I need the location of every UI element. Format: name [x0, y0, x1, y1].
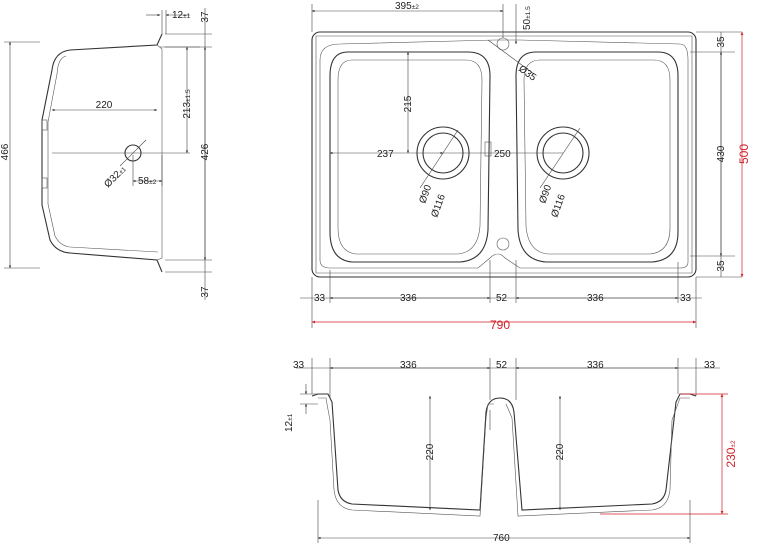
side-view-profile — [41, 33, 163, 273]
front-bowl2-depth: 220 — [555, 443, 566, 460]
top-edge-top: 35 — [716, 36, 727, 48]
side-view: 466 37 426 37 12±1 220 213±1.5 Ø32±1 58±… — [0, 8, 212, 300]
front-rim-thickness: 12±1 — [284, 413, 295, 432]
top-tap-diameter: Ø35 — [516, 64, 538, 84]
side-top-offset: 37 — [200, 11, 211, 23]
front-width-part-3: 52 — [496, 360, 508, 371]
side-drain-height: 213±1.5 — [182, 89, 193, 119]
side-inner-depth: 426 — [200, 143, 211, 160]
side-top-thickness: 12±1 — [172, 10, 191, 21]
side-bottom-offset: 37 — [200, 286, 211, 298]
overflow-hole — [496, 237, 510, 251]
side-total-depth: 466 — [0, 143, 11, 160]
top-width-part-3: 52 — [496, 293, 508, 304]
top-width-part-4: 336 — [587, 293, 604, 304]
top-depth-inner: 430 — [716, 145, 727, 162]
top-edge-bottom: 35 — [716, 260, 727, 272]
front-width-part-5: 33 — [704, 360, 716, 371]
side-bowl-depth: 220 — [96, 100, 113, 111]
front-view: 33 336 52 336 33 12±1 220 220 230±2 760 — [284, 358, 738, 544]
right-bowl — [515, 51, 679, 263]
top-tap-offset: 50±1.5 — [522, 6, 533, 30]
front-width-part-1: 33 — [293, 360, 305, 371]
top-depth-total: 500 — [737, 144, 751, 164]
top-drain-left-offset: 237 — [377, 149, 394, 160]
left-drain-outer-dia: Ø116 — [429, 193, 448, 219]
side-drain-diameter: Ø32±1 — [102, 164, 128, 190]
top-inner-depth: 215 — [403, 95, 414, 112]
front-bottom-width: 760 — [493, 533, 510, 544]
top-drain-spacing: 250 — [494, 149, 511, 160]
front-view-profile — [311, 393, 697, 511]
top-width-part-1: 33 — [314, 293, 326, 304]
front-width-part-4: 336 — [587, 360, 604, 371]
top-width-part-5: 33 — [680, 293, 692, 304]
top-view-outline — [311, 31, 697, 278]
side-drain-offset: 58±2 — [138, 176, 157, 187]
front-total-height: 230±2 — [724, 440, 738, 468]
top-view: 395±2 50±1.5 Ø35 215 237 250 Ø90 Ø116 Ø9… — [300, 1, 751, 332]
right-drain-outer-dia: Ø116 — [549, 193, 568, 219]
front-width-part-2: 336 — [400, 360, 417, 371]
top-width-part-2: 336 — [400, 293, 417, 304]
right-drain-inner-dia: Ø90 — [537, 183, 554, 205]
left-drain-inner-dia: Ø90 — [417, 183, 434, 205]
front-bowl1-depth: 220 — [425, 443, 436, 460]
left-bowl — [329, 51, 491, 263]
top-width-total: 790 — [490, 318, 510, 332]
top-bowl-width: 395±2 — [395, 1, 419, 12]
